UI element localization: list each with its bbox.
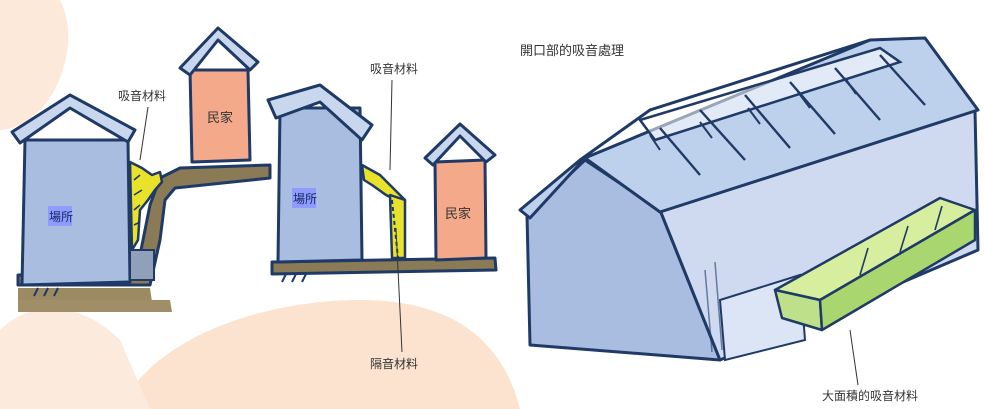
left-absorb-label: 吸音材料	[118, 88, 166, 103]
left-ground-base	[18, 288, 152, 302]
right-roof-ribs-top	[649, 77, 857, 151]
right-diagram: 開口部的吸音處理 大面積的吸音材料	[518, 36, 980, 403]
middle-house-wall	[433, 158, 488, 262]
middle-venue-label: 場所	[293, 192, 317, 206]
bg-swoosh-bottom	[120, 300, 520, 409]
left-house-label: 民家	[207, 110, 233, 126]
middle-grass	[281, 273, 307, 283]
middle-absorb-leader	[389, 79, 393, 171]
left-absorb-leader	[139, 106, 149, 161]
left-absorb-material	[128, 160, 164, 252]
right-absorb-leader	[849, 329, 859, 386]
right-roof-back	[579, 38, 871, 162]
middle-diagram: 場所 民家 吸音材料 隔音材料	[266, 61, 498, 371]
left-venue-tag	[48, 206, 72, 226]
right-absorb-canopy-side	[818, 208, 977, 332]
background-shapes	[0, 0, 520, 409]
left-house-wall	[188, 68, 252, 164]
middle-venue-roof	[266, 83, 374, 142]
middle-insulate-material	[391, 199, 399, 259]
middle-insulate-label: 隔音材料	[370, 356, 418, 371]
left-house-roof	[178, 26, 260, 77]
left-venue-grass	[33, 287, 59, 297]
bg-swoosh-top-left	[0, 0, 69, 130]
middle-house-label: 民家	[445, 206, 471, 222]
right-title: 開口部的吸音處理	[520, 43, 624, 59]
middle-venue-tag	[292, 188, 316, 208]
left-venue-wall	[20, 138, 132, 287]
right-absorb-canopy-lines	[859, 205, 943, 276]
left-venue-label: 場所	[49, 210, 73, 224]
left-venue-roof	[10, 93, 137, 145]
right-absorb-label: 大面積的吸音材料	[822, 388, 918, 403]
middle-absorb-vertical	[388, 193, 407, 260]
left-diagram: 場所 民家 吸音材料	[10, 26, 272, 312]
right-roof-ribs	[659, 54, 926, 176]
left-absorb-pattern	[133, 174, 143, 226]
left-gap-box	[129, 249, 155, 281]
middle-insulate-leader	[395, 227, 403, 353]
right-wall-lines	[704, 261, 723, 353]
middle-house-roof	[423, 122, 497, 167]
left-ground-bottom	[18, 300, 172, 312]
bg-swoosh-bottom-left	[0, 308, 150, 409]
middle-absorb-material	[360, 163, 407, 202]
middle-absorb-label: 吸音材料	[370, 61, 418, 76]
middle-venue-wall	[276, 106, 364, 264]
